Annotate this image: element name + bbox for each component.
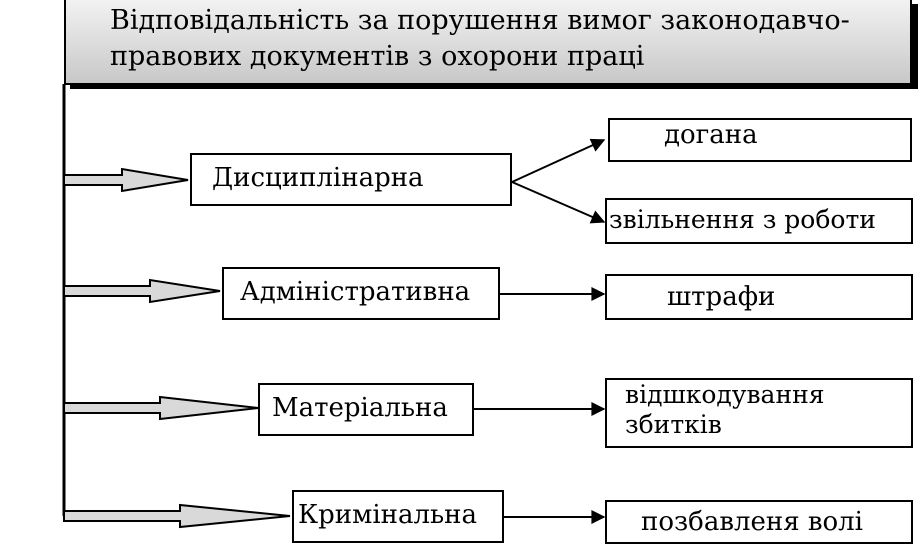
type-box-material: Матеріальна	[258, 383, 474, 436]
type-box-administrative: Адміністративна	[222, 267, 500, 320]
outcome-label-reprimand: догана	[664, 120, 758, 150]
outcome-label-fines: штрафи	[667, 282, 776, 312]
block-arrow-administrative	[63, 278, 221, 304]
outcome-label-compensation-line2: збитків	[625, 410, 722, 439]
outcome-box-dismissal: звільнення з роботи	[605, 198, 913, 244]
type-label-disciplinary: Дисциплінарна	[212, 163, 424, 193]
outcome-label-dismissal: звільнення з роботи	[609, 205, 876, 234]
block-arrow-criminal	[63, 503, 291, 529]
title-line-1: Відповідальність за порушення вимог зако…	[110, 5, 850, 36]
type-label-material: Матеріальна	[272, 393, 448, 423]
outcome-label-compensation-line1: відшкодування	[625, 380, 825, 409]
arrow-disciplinary-to-dismissal	[511, 181, 606, 224]
title-line-2: правових документів з охорони праці	[110, 41, 645, 72]
outcome-box-imprisonment: позбавленя волі	[605, 500, 913, 544]
outcome-box-fines: штрафи	[605, 274, 913, 320]
arrow-disciplinary-to-reprimand	[511, 138, 606, 183]
outcome-box-compensation: відшкодування збитків	[605, 378, 913, 448]
type-box-criminal: Кримінальна	[292, 490, 504, 543]
block-arrow-disciplinary	[63, 167, 189, 193]
type-box-disciplinary: Дисциплінарна	[190, 153, 512, 206]
outcome-label-imprisonment: позбавленя волі	[641, 507, 863, 537]
block-arrow-material	[63, 395, 259, 421]
diagram-title-box: Відповідальність за порушення вимог зако…	[64, 0, 912, 85]
type-label-criminal: Кримінальна	[298, 500, 477, 530]
type-label-administrative: Адміністративна	[240, 277, 471, 307]
outcome-box-reprimand: догана	[608, 118, 912, 162]
